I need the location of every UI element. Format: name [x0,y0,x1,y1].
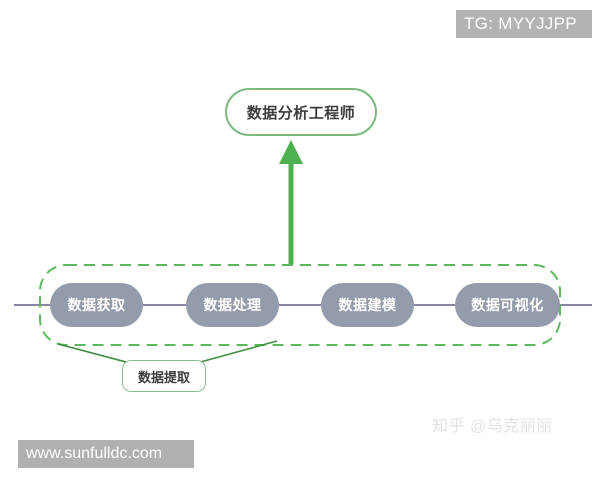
site-url-text: www.sunfulldc.com [26,445,163,462]
data-extraction-label-text: 数据提取 [137,369,190,385]
data-extraction-group-box [39,264,561,346]
pipeline-step-label: 数据获取 [67,297,126,313]
pipeline-step-label: 数据可视化 [471,297,544,313]
role-node-label: 数据分析工程师 [246,104,356,122]
data-extraction-label-box[interactable]: 数据提取 [122,360,206,392]
zhihu-watermark-text: 知乎 @乌克丽丽 [432,418,553,435]
pipeline-step-data-processing[interactable]: 数据处理 [186,283,279,327]
pipeline-step-label: 数据处理 [203,297,262,313]
pipeline-step-data-visualization[interactable]: 数据可视化 [455,283,560,327]
tg-watermark-badge: TG: MYYJJPP [456,10,592,38]
zhihu-watermark: 知乎 @乌克丽丽 [432,412,553,436]
pipeline-step-label: 数据建模 [338,297,397,313]
site-url-banner: www.sunfulldc.com [18,440,194,468]
tg-watermark-text: TG: MYYJJPP [464,14,577,33]
role-node[interactable]: 数据分析工程师 [225,88,377,136]
upward-arrow-head [279,140,303,164]
pipeline-step-data-acquisition[interactable]: 数据获取 [50,283,143,327]
pipeline-step-data-modeling[interactable]: 数据建模 [321,283,414,327]
